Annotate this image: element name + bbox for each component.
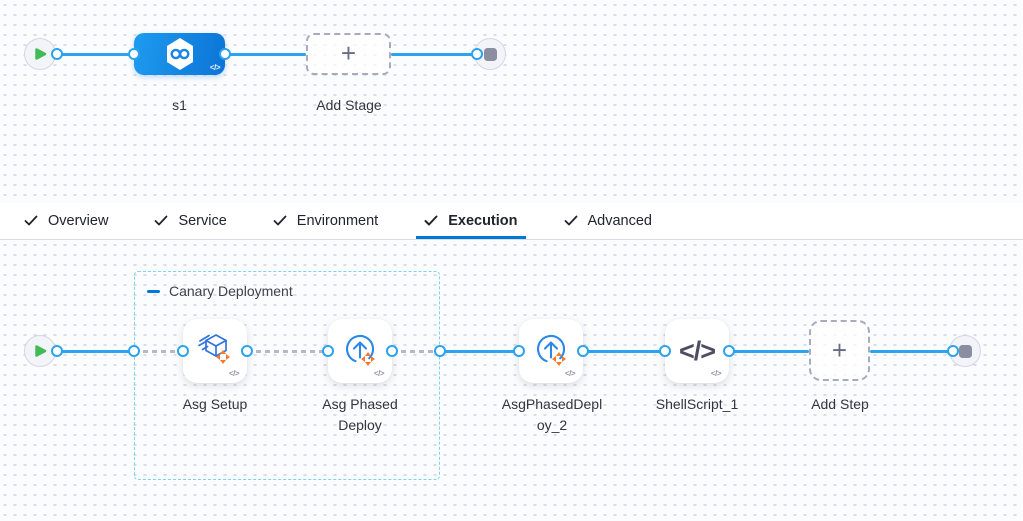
stage-name-label: s1: [172, 97, 187, 113]
link-port: [471, 48, 483, 60]
connector-line: [870, 349, 953, 353]
connector-line-dashed: [392, 349, 440, 353]
link-port: [322, 345, 334, 357]
step-node-asg-setup[interactable]: </>: [183, 319, 247, 383]
connector-line-dashed: [247, 349, 328, 353]
tab-label: Environment: [296, 213, 379, 229]
link-port: [128, 345, 140, 357]
stage-node-s1[interactable]: </>: [134, 33, 225, 75]
link-port: [241, 345, 253, 357]
code-badge-icon: </>: [209, 63, 221, 72]
check-icon: [24, 215, 38, 226]
tab-overview[interactable]: Overview: [16, 203, 116, 239]
step-group-outline: [134, 271, 440, 480]
link-port: [219, 48, 231, 60]
link-port: [723, 345, 735, 357]
execution-graph-canvas[interactable]: Canary Deployment: [0, 240, 1023, 521]
connector-line: [225, 52, 306, 56]
asg-setup-icon: [198, 334, 230, 364]
link-port: [434, 345, 446, 357]
tab-advanced[interactable]: Advanced: [556, 203, 661, 239]
connector-line: [440, 349, 519, 353]
stop-icon: [958, 344, 972, 358]
stop-icon: [483, 47, 497, 61]
step-node-asg-phased-deploy[interactable]: </>: [328, 319, 392, 383]
check-icon: [155, 215, 168, 226]
step-name-label: ShellScript_1: [655, 396, 739, 412]
link-port: [659, 345, 671, 357]
connector-line: [391, 52, 477, 56]
link-port: [51, 48, 63, 60]
connector-line: [57, 349, 134, 353]
collapse-icon[interactable]: [147, 289, 160, 293]
asg-phased-deploy-icon: [537, 335, 566, 366]
add-step-label: Add Step: [811, 396, 869, 412]
add-stage-label: Add Stage: [316, 97, 382, 113]
link-port: [51, 345, 63, 357]
check-icon: [273, 215, 287, 226]
step-node-shellscript-1[interactable]: </> </>: [665, 319, 729, 383]
step-group-header[interactable]: Canary Deployment: [147, 283, 293, 299]
shell-script-icon: </>: [678, 335, 716, 366]
connector-line: [729, 349, 809, 353]
tab-label: Execution: [448, 213, 518, 229]
connector-line: [57, 52, 134, 56]
execution-end-node: [949, 335, 981, 367]
tab-label: Advanced: [587, 213, 653, 229]
plus-icon: +: [831, 334, 848, 365]
tab-environment[interactable]: Environment: [265, 203, 386, 239]
stage-graph-canvas[interactable]: </> s1 + Add Stage: [0, 0, 1023, 203]
code-badge-icon: </>: [373, 369, 385, 378]
tab-execution[interactable]: Execution: [416, 203, 525, 239]
cd-stage-icon: [166, 38, 193, 70]
step-group-label: Canary Deployment: [169, 283, 293, 299]
code-badge-icon: </>: [564, 369, 576, 378]
tab-service[interactable]: Service: [146, 203, 234, 239]
step-name-label: Asg Phased Deploy: [322, 396, 398, 433]
step-name-label: Asg Setup: [182, 396, 248, 412]
step-name-label: AsgPhasedDeploy_2: [501, 396, 603, 433]
connector-line: [583, 349, 665, 353]
link-port: [386, 345, 398, 357]
tab-label: Overview: [48, 213, 109, 229]
connector-line-dashed: [134, 349, 183, 353]
add-step-button[interactable]: +: [809, 320, 870, 381]
link-port: [947, 345, 959, 357]
link-port: [177, 345, 189, 357]
check-icon: [424, 215, 438, 226]
link-port: [128, 48, 140, 60]
pipeline-start-node: [24, 38, 56, 70]
check-icon: [564, 215, 577, 226]
step-node-asg-phased-deploy-2[interactable]: </>: [519, 319, 583, 383]
code-badge-icon: </>: [228, 369, 240, 378]
play-icon: [34, 345, 46, 357]
play-icon: [34, 48, 46, 60]
stage-config-tab-bar: Overview Service Environment Execution A…: [0, 203, 1023, 240]
asg-phased-deploy-icon: [346, 335, 375, 366]
tab-label: Service: [178, 213, 227, 229]
add-stage-button[interactable]: +: [306, 33, 391, 75]
link-port: [577, 345, 589, 357]
code-badge-icon: </>: [710, 369, 722, 378]
link-port: [513, 345, 525, 357]
plus-icon: +: [340, 38, 357, 68]
